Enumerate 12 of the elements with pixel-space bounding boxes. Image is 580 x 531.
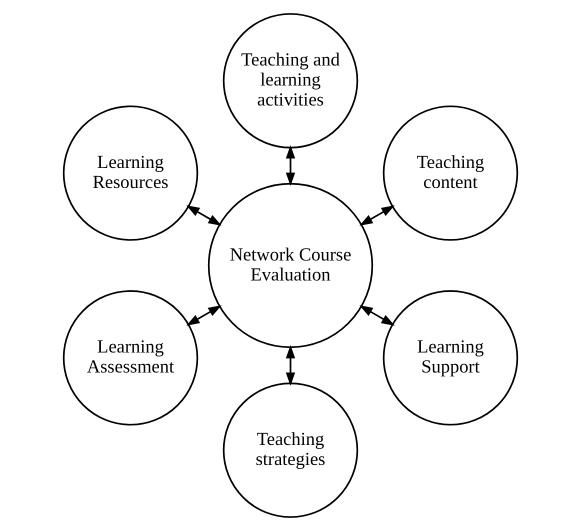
node-circle: Learning Support [382, 290, 518, 426]
arrow [285, 345, 295, 386]
arrow [358, 305, 394, 326]
node-circle: Learning Assessment [62, 290, 198, 426]
arrow [186, 305, 222, 326]
node-circle: Learning Resources [62, 105, 198, 241]
node-circle: Teaching content [382, 105, 518, 241]
node-circle: Teaching strategies [222, 382, 358, 518]
arrow [358, 205, 394, 226]
node-circle: Teaching and learning activities [222, 13, 358, 148]
arrow [285, 145, 295, 186]
arrow [186, 205, 222, 226]
